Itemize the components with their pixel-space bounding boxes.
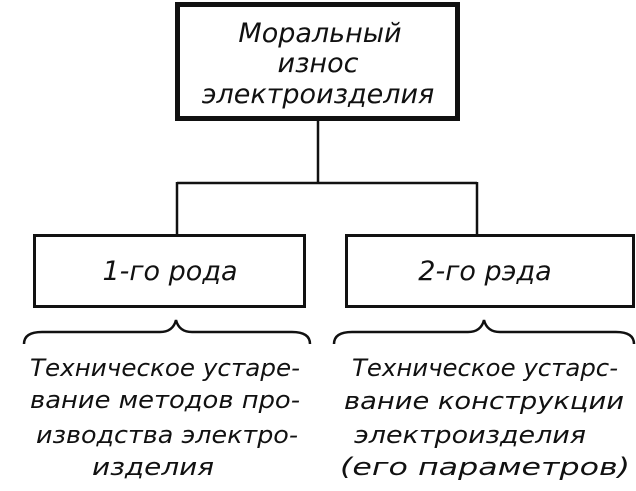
description-1: Техническое устаре- вание методов про- и… (30, 354, 300, 481)
root-box (175, 2, 460, 121)
description-2: Техническое устарс- вание конструкции эл… (340, 354, 630, 481)
description-1-line-1: Техническое устаре- (30, 354, 300, 382)
description-2-line-2: вание конструкции (344, 387, 624, 415)
root-line-1: Моральный (238, 18, 401, 49)
brace-2 (332, 319, 636, 345)
brace-1 (22, 319, 312, 345)
root-line-2: износ (278, 48, 359, 79)
description-1-line-3: изводства электро- (36, 421, 298, 449)
child-label-2: 2-го рэда (418, 256, 551, 287)
connector-lines (175, 121, 479, 234)
root-line-3: электроизделия (202, 79, 435, 110)
description-2-line-3: электроизделия (354, 421, 586, 449)
child-box-2 (345, 234, 635, 308)
child-box-1 (33, 234, 306, 308)
description-1-line-4: изделия (92, 453, 214, 481)
description-2-line-4: (его параметров) (340, 453, 630, 481)
description-2-line-1: Техническое устарс- (352, 354, 618, 382)
description-1-line-2: вание методов про- (30, 386, 300, 414)
child-label-1: 1-го рода (102, 256, 237, 287)
